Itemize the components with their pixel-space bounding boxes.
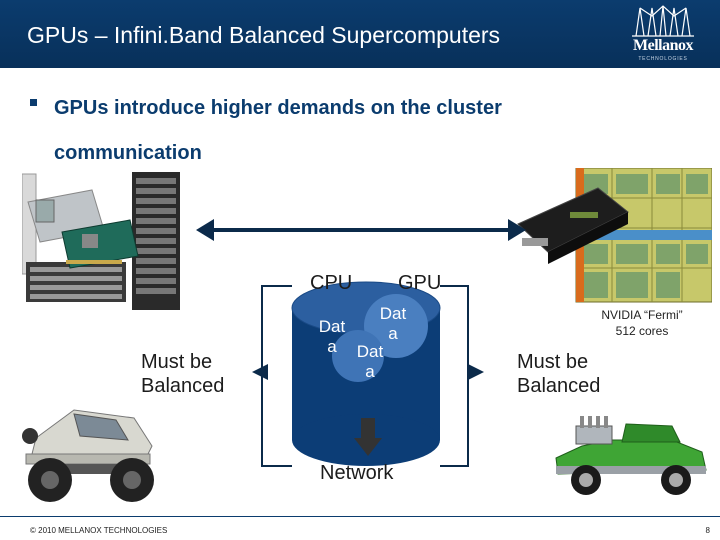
data-cylinder [291, 281, 441, 466]
offroad-truck-image [22, 409, 154, 502]
gpu-label: GPU [398, 272, 442, 294]
right-bracket-arrow [468, 364, 484, 380]
gpu-data-circle [364, 294, 428, 358]
gpu-board-image [517, 168, 712, 303]
data-label-right: Dat a [373, 304, 413, 344]
bullet-icon [30, 99, 37, 106]
data-label-left: Dat a [312, 317, 352, 357]
gpu-caption-line-2: 512 cores [615, 324, 669, 338]
footer-rule [0, 516, 720, 517]
data-label-bottom-line-2: a [365, 362, 375, 381]
bullet-text-line-1: GPUs introduce higher demands on the clu… [54, 97, 502, 119]
slide-title: GPUs – Infini.Band Balanced Supercompute… [27, 22, 501, 48]
left-note-line-2: Balanced [141, 375, 225, 397]
logo-tagline: TECHNOLOGIES [638, 56, 688, 62]
data-label-right-line-1: Dat [379, 304, 407, 323]
left-note-line-1: Must be [141, 351, 213, 373]
top-arrow-left-head [196, 219, 214, 241]
data-label-right-line-2: a [388, 324, 398, 343]
network-down-arrow [354, 438, 382, 456]
gpu-caption-line-1: NVIDIA “Fermi” [601, 308, 683, 322]
data-label-bottom: Dat a [350, 342, 390, 382]
network-label: Network [320, 462, 394, 484]
left-bracket-arrow [252, 364, 268, 380]
shared-data-circle [332, 330, 384, 382]
right-balance-note: Must be Balanced [517, 350, 600, 398]
data-label-left-line-2: a [327, 337, 337, 356]
gpu-caption: NVIDIA “Fermi” 512 cores [592, 307, 692, 339]
right-note-line-2: Balanced [517, 375, 601, 397]
slide-header [0, 0, 720, 68]
data-label-left-line-1: Dat [318, 317, 346, 336]
mellanox-logo-icon [632, 5, 694, 37]
cpu-label: CPU [310, 272, 353, 294]
page-number: 8 [705, 526, 710, 535]
footer-copyright: © 2010 MELLANOX TECHNOLOGIES [30, 526, 168, 535]
bullet-text-line-2: communication [54, 142, 202, 164]
right-note-line-1: Must be [517, 351, 589, 373]
server-hardware-image [22, 172, 180, 310]
left-balance-note: Must be Balanced [141, 350, 224, 398]
logo-name: Mellanox [633, 37, 694, 54]
top-arrow-right-head [508, 219, 526, 241]
data-label-bottom-line-1: Dat [356, 342, 384, 361]
hot-rod-car-image [555, 416, 707, 495]
